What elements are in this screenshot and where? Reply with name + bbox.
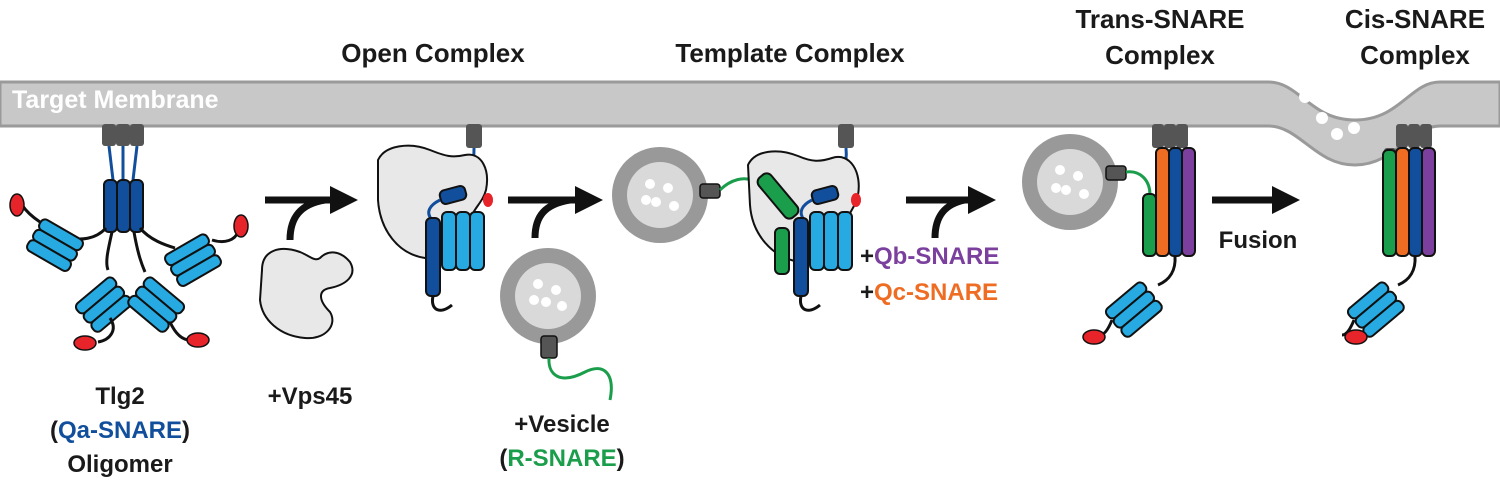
cis-snare-title-1: Cis-SNARE	[1345, 4, 1485, 34]
open-complex-title: Open Complex	[341, 38, 525, 68]
habc-tip	[1082, 329, 1106, 345]
qb-snare-label: +Qb-SNARE	[860, 243, 999, 270]
habc-tip	[1344, 329, 1368, 345]
habc-tip	[233, 214, 249, 238]
cis-snare-title-2: Complex	[1360, 40, 1470, 70]
membrane-bilayer	[0, 80, 1500, 167]
qc-snare-motif	[1395, 147, 1410, 257]
tlg2-oligomer	[9, 124, 249, 351]
anchor	[130, 124, 144, 146]
qa-snare-motif	[425, 217, 441, 297]
anchor	[102, 124, 116, 146]
habc-domain	[127, 276, 186, 333]
anchor	[838, 124, 854, 148]
tlg2-label: Tlg2	[95, 383, 144, 410]
habc-tip	[9, 193, 25, 217]
r-snare-motif	[774, 227, 790, 275]
r-snare-label: (R-SNARE)	[499, 445, 624, 472]
membrane-label: Target Membrane	[12, 86, 219, 114]
qb-snare-motif	[1421, 147, 1436, 257]
anchor	[116, 124, 130, 146]
open-complex	[377, 124, 493, 312]
cis-snare-complex	[1341, 124, 1436, 345]
habc-domain	[74, 276, 133, 333]
habc-tip	[73, 335, 97, 351]
target-membrane: Target Membrane	[0, 80, 1500, 167]
tlg2-qa-label: (Qa-SNARE)	[50, 417, 190, 444]
qa-snare-motif	[1168, 147, 1183, 257]
oligomer-label: Oligomer	[67, 451, 172, 478]
vps45-label: +Vps45	[268, 383, 353, 410]
r-snare-motif	[756, 172, 800, 220]
qc-snare-motif	[1155, 147, 1170, 257]
habc-domain	[1104, 281, 1163, 338]
qb-snare-motif	[1181, 147, 1196, 257]
trans-snare-title-1: Trans-SNARE	[1075, 4, 1244, 34]
qa-snare-motif	[116, 179, 131, 233]
fusion-label: Fusion	[1219, 227, 1298, 254]
vesicle	[500, 248, 613, 401]
habc-tip	[186, 332, 210, 348]
trans-snare-title-2: Complex	[1105, 40, 1215, 70]
fusion-arrow	[1212, 186, 1300, 214]
template-complex-title: Template Complex	[675, 38, 905, 68]
habc-domain	[26, 218, 84, 272]
habc-domain	[1346, 281, 1405, 338]
step-arrow-vesicle	[508, 186, 603, 239]
r-snare-motif	[1382, 149, 1397, 257]
habc-domain	[809, 211, 853, 271]
qa-snare-motif	[103, 179, 118, 233]
qc-snare-label: +Qc-SNARE	[860, 279, 998, 306]
released-cargo	[1299, 91, 1374, 140]
qa-snare-motif	[129, 179, 144, 233]
habc-domain	[441, 211, 485, 271]
qa-snare-motif	[1408, 147, 1423, 257]
vesicle-label: +Vesicle	[514, 411, 609, 438]
template-complex	[612, 124, 861, 312]
step-arrow-vps45	[265, 186, 358, 241]
step-arrow-qbqc	[906, 186, 996, 239]
habc-domain	[164, 233, 222, 287]
vps45-protein	[258, 248, 354, 340]
r-snare-motif	[1142, 193, 1157, 257]
qa-snare-motif	[793, 217, 809, 297]
trans-snare-complex	[1022, 124, 1196, 345]
anchor	[466, 124, 482, 148]
